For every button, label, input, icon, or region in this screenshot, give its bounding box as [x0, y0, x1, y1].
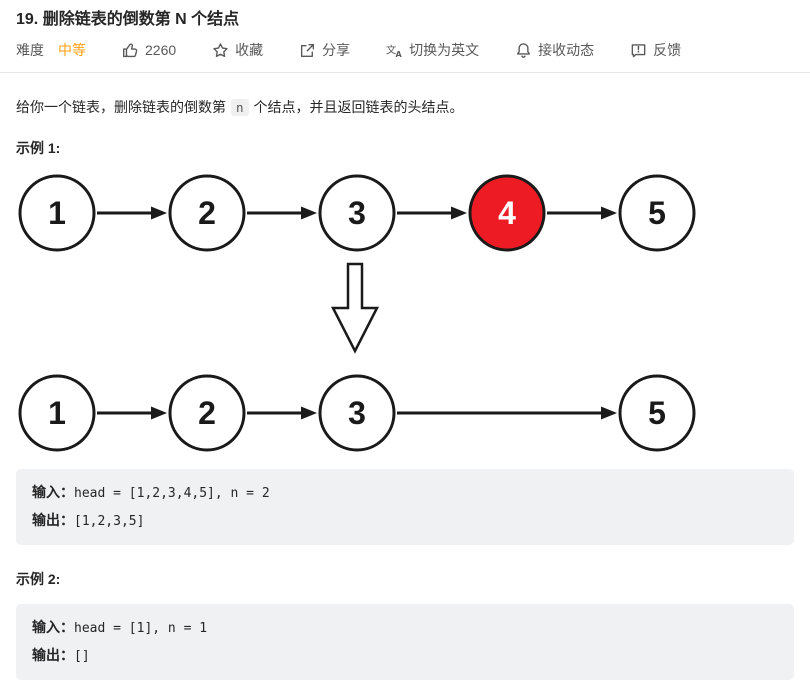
translate-icon: 文 A: [386, 42, 403, 59]
link-arrow: [247, 406, 317, 420]
difficulty-label: 难度: [16, 42, 44, 58]
example-1-block: 输入：head = [1,2,3,4,5], n = 2 输出：[1,2,3,5…: [16, 469, 794, 545]
example-2-block: 输入：head = [1], n = 1 输出：[]: [16, 604, 794, 680]
output-label: 输出：: [32, 647, 74, 663]
svg-text:文: 文: [386, 43, 397, 56]
list-node-5-row2: 5: [618, 374, 696, 452]
down-arrow: [330, 262, 380, 354]
node-value: 3: [348, 395, 366, 431]
description-suffix: 个结点，并且返回链表的头结点。: [253, 99, 464, 115]
output-label: 输出：: [32, 512, 74, 528]
share-button[interactable]: 分享: [299, 40, 350, 60]
inline-code-n: n: [231, 99, 249, 116]
list-node-5-row1: 5: [618, 174, 696, 252]
node-value: 2: [198, 395, 216, 431]
svg-text:!: !: [637, 45, 641, 55]
switch-language-button[interactable]: 文 A 切换为英文: [386, 40, 479, 60]
example-2-label: 示例 2:: [16, 571, 61, 587]
link-arrow: [97, 406, 167, 420]
node-value: 4: [498, 195, 516, 231]
output-value: []: [74, 649, 90, 664]
switch-language-label: 切换为英文: [409, 42, 480, 58]
example-2-output-line: 输出：[]: [32, 642, 778, 670]
feedback-label: 反馈: [653, 42, 682, 58]
input-label: 输入：: [32, 484, 74, 500]
page-title: 19. 删除链表的倒数第 N 个结点: [16, 11, 240, 28]
list-node-1-row2: 1: [18, 374, 96, 452]
node-value: 1: [48, 195, 66, 231]
toolbar: 难度 中等 2260 收藏: [16, 40, 794, 60]
linked-list-svg: 1 2 3 4 5 1 2 3 5: [18, 174, 696, 452]
example-1-output-line: 输出：[1,2,3,5]: [32, 507, 778, 535]
input-value: head = [1,2,3,4,5], n = 2: [74, 486, 270, 501]
link-arrow: [397, 206, 467, 220]
input-label: 输入：: [32, 619, 74, 635]
share-label: 分享: [322, 42, 351, 58]
link-arrow: [397, 406, 617, 420]
list-node-3-row2: 3: [318, 374, 396, 452]
difficulty: 难度 中等: [16, 40, 86, 60]
node-value: 3: [348, 195, 366, 231]
like-button[interactable]: 2260: [122, 42, 176, 59]
example-1-input-line: 输入：head = [1,2,3,4,5], n = 2: [32, 479, 778, 507]
list-node-3-row1: 3: [318, 174, 396, 252]
share-icon: [299, 42, 316, 59]
node-value: 1: [48, 395, 66, 431]
list-node-4-row1: 4: [468, 174, 546, 252]
notifications-button[interactable]: 接收动态: [515, 40, 594, 60]
like-count: 2260: [145, 42, 177, 58]
favorite-button[interactable]: 收藏: [212, 40, 263, 60]
bell-icon: [515, 42, 532, 59]
notifications-label: 接收动态: [538, 42, 595, 58]
difficulty-badge: 中等: [58, 42, 86, 58]
star-icon: [212, 42, 229, 59]
list-node-2-row1: 2: [168, 174, 246, 252]
node-value: 2: [198, 195, 216, 231]
node-value: 5: [648, 395, 666, 431]
favorite-label: 收藏: [235, 42, 264, 58]
example-2-input-line: 输入：head = [1], n = 1: [32, 614, 778, 642]
node-value: 5: [648, 195, 666, 231]
output-value: [1,2,3,5]: [74, 514, 145, 529]
svg-text:A: A: [396, 50, 403, 59]
input-value: head = [1], n = 1: [74, 621, 208, 636]
list-node-1-row1: 1: [18, 174, 96, 252]
description-prefix: 给你一个链表，删除链表的倒数第: [16, 99, 226, 115]
feedback-button[interactable]: ! 反馈: [630, 40, 681, 60]
example-1-label: 示例 1:: [16, 140, 61, 156]
toolbar-divider: [0, 72, 810, 73]
thumbs-up-icon: [122, 42, 139, 59]
linked-list-diagram: 1 2 3 4 5 1 2 3 5: [16, 171, 794, 461]
link-arrow: [547, 206, 617, 220]
list-node-2-row2: 2: [168, 374, 246, 452]
feedback-icon: !: [630, 42, 647, 59]
link-arrow: [247, 206, 317, 220]
link-arrow: [97, 206, 167, 220]
